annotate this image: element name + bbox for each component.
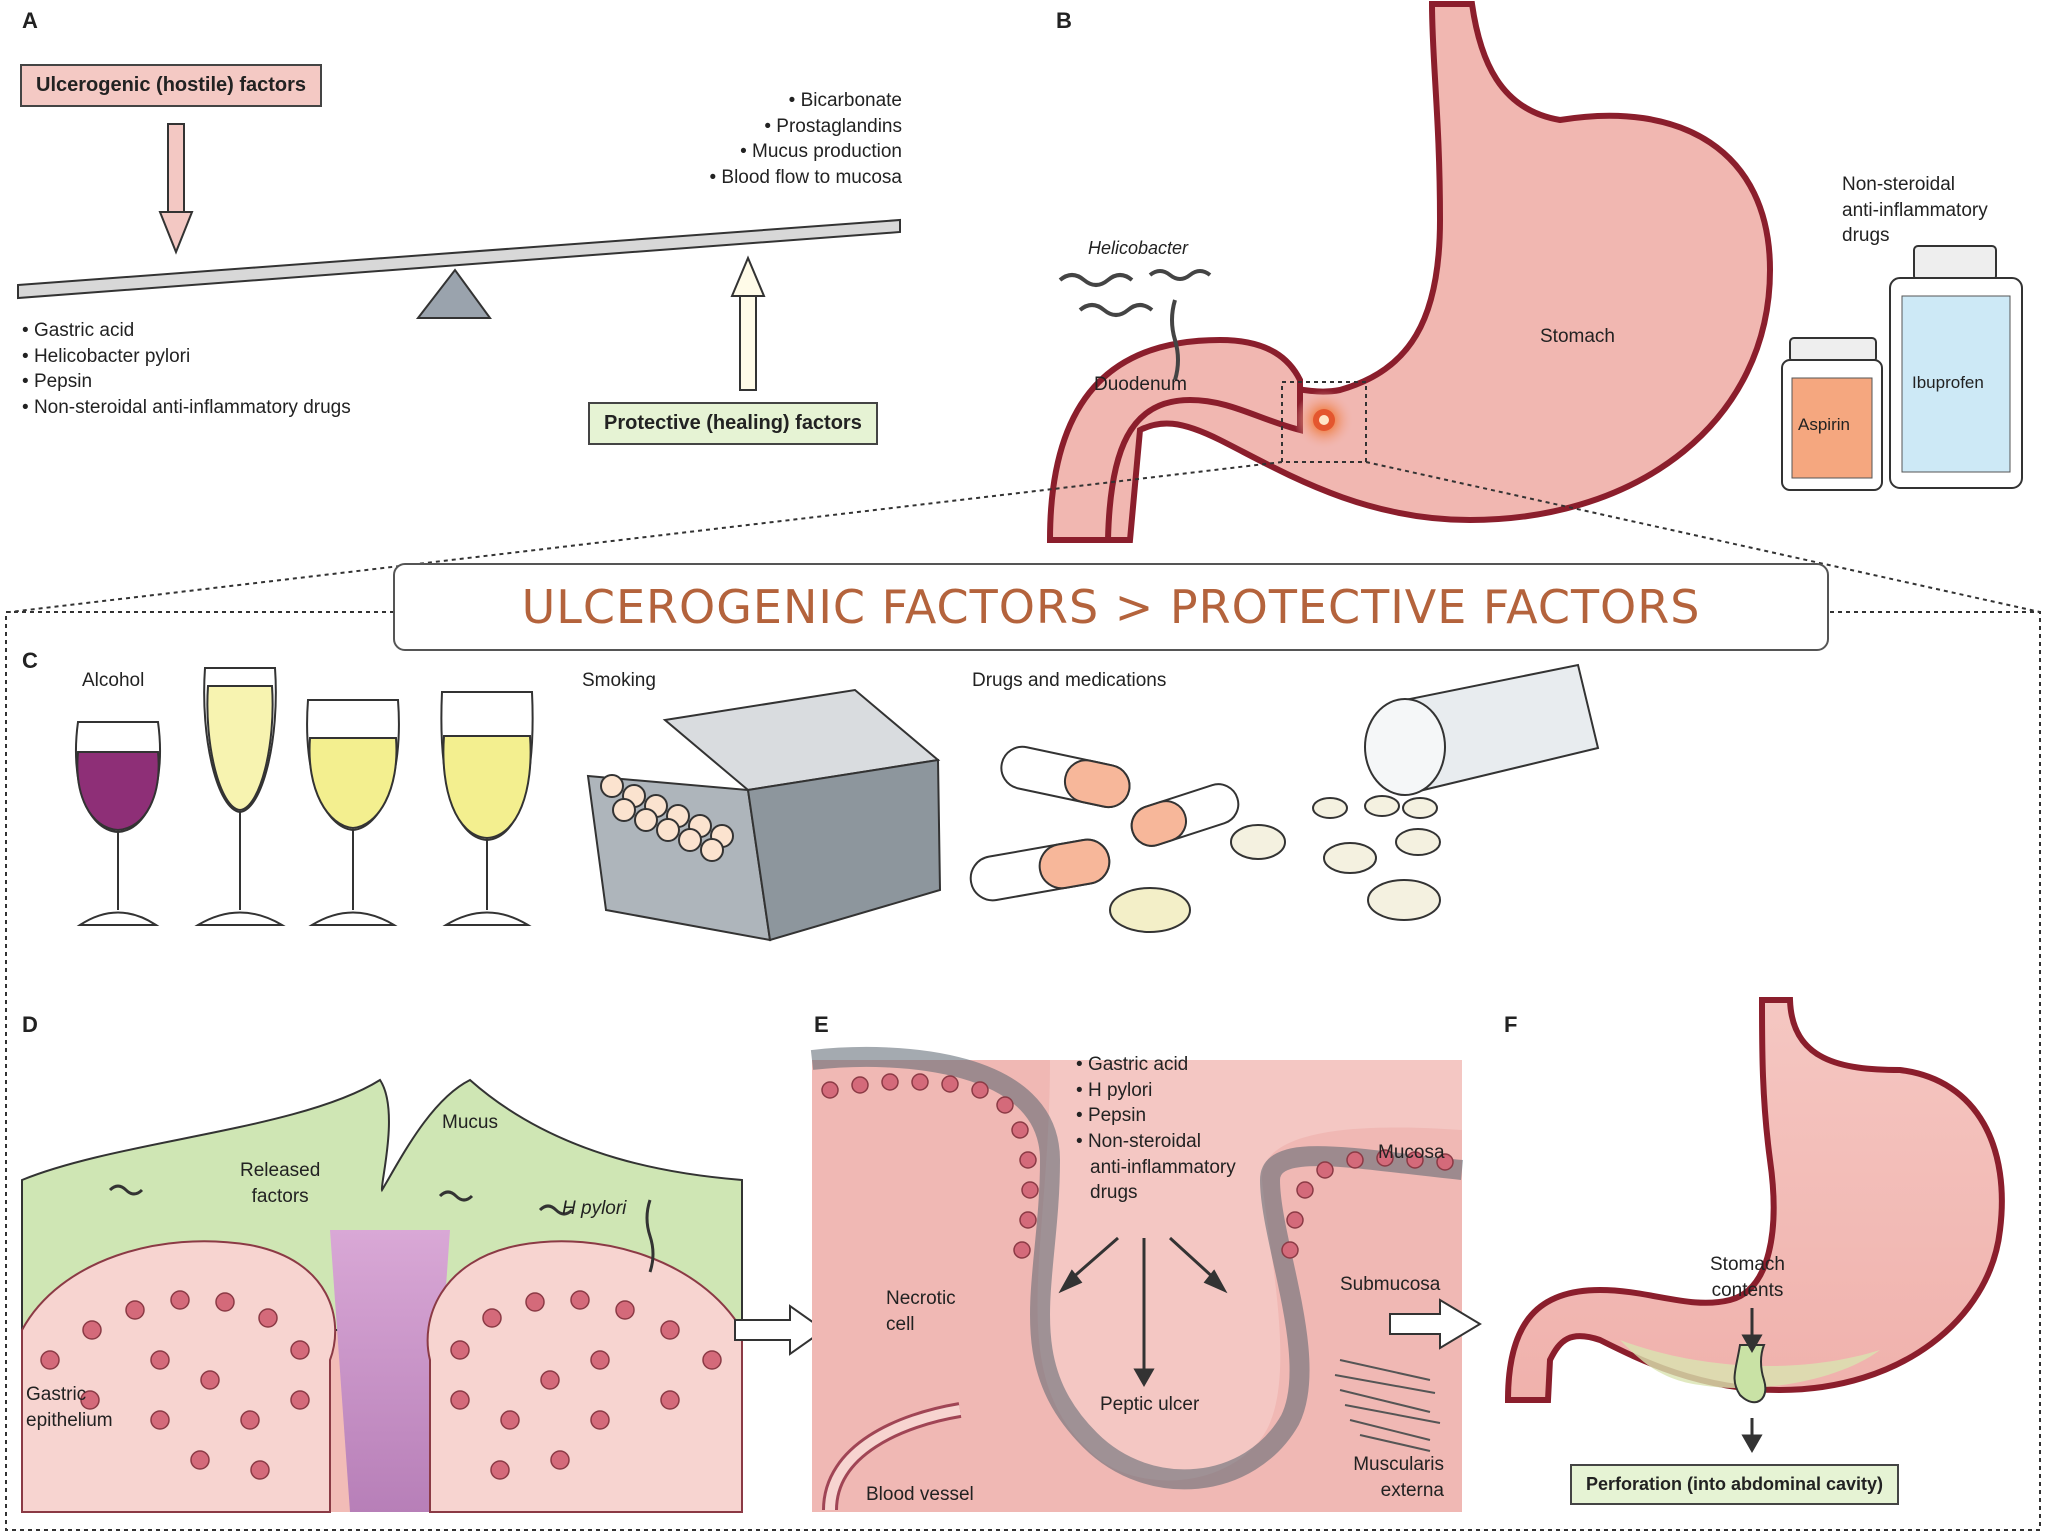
panel-letter-a: A [22,8,38,33]
contents-line-1: Stomach [1710,1254,1785,1275]
ulcer-causes-list: Gastric acid H pylori Pepsin Non-steroid… [1076,1052,1236,1155]
perforated-stomach [1504,997,2005,1404]
stomach-label: Stomach [1540,326,1615,347]
blood-vessel-label: Blood vessel [866,1484,974,1505]
ulcer-cause-item: Non-steroidal [1076,1129,1236,1155]
stomach-illustration [1046,0,1774,543]
smoking-label: Smoking [582,670,656,691]
ulcer-causes-label: Gastric acid H pylori Pepsin Non-steroid… [1076,1052,1236,1206]
panel-letter-c: C [22,648,38,673]
nsaid-line-2: anti-inflammatory [1842,199,1988,221]
down-arrow-icon [158,123,194,255]
ulcer-cause-item: Pepsin [1076,1103,1236,1129]
hostile-item: Gastric acid [22,318,351,344]
protective-factors-list: Bicarbonate Prostaglandins Mucus product… [709,88,902,191]
helicobacter-label: Helicobacter [1088,238,1189,258]
necrotic-cell-label: Necrotic cell [886,1286,956,1337]
hostile-item: Pepsin [22,369,351,395]
gastric-epithelium-label: Gastric epithelium [26,1382,113,1433]
ulcer-cause-item: Gastric acid [1076,1052,1236,1078]
ibuprofen-bottle [1889,245,2023,489]
released-factors-label: Released factors [240,1158,320,1209]
peptic-ulcer-label: Peptic ulcer [1100,1394,1200,1415]
submucosa-label: Submucosa [1340,1274,1441,1295]
seesaw [17,218,901,319]
protective-item: Blood flow to mucosa [709,165,902,191]
mucus-label: Mucus [442,1112,498,1133]
aspirin-bottle [1781,337,1883,491]
panel-letter-f: F [1504,1012,1518,1037]
contents-line-2: contents [1711,1279,1784,1301]
pills [969,663,1600,933]
panel-letter-b: B [1056,8,1072,33]
main-banner: ULCEROGENIC FACTORS > PROTECTIVE FACTORS [393,563,1829,651]
up-arrow-icon [730,255,766,391]
panel-e-tissue [810,1046,1463,1512]
protective-item: Bicarbonate [709,88,902,114]
released-line-2: factors [251,1185,309,1207]
protective-item: Mucus production [709,139,902,165]
released-line-1: Released [240,1160,321,1181]
necrotic-line-2: cell [886,1313,915,1335]
musc-line-1: Muscularis [1353,1454,1444,1475]
aspirin-label: Aspirin [1798,415,1850,434]
arrow-e-to-f [1389,1298,1482,1350]
drugs-label: Drugs and medications [972,670,1167,691]
alcohol-glasses [74,667,534,926]
ulcer-cause-item: H pylori [1076,1078,1236,1104]
mucosa-label: Mucosa [1378,1142,1445,1163]
musc-line-2: externa [1380,1479,1444,1501]
protective-factors-box: Protective (healing) factors [588,402,878,445]
ibuprofen-label: Ibuprofen [1912,373,1984,392]
pathogen-arrows [1058,1236,1228,1388]
nsaid-line-1: Non-steroidal [1842,174,1955,195]
hostile-factors-list: Gastric acid Helicobacter pylori Pepsin … [22,318,351,421]
ulcer-cause-cont-1: anti-inflammatory [1090,1156,1236,1178]
arrow-d-to-e [734,1304,826,1356]
perforation-arrows [1741,1308,1763,1454]
helicobacter-bacteria [1058,269,1212,381]
panel-d-tissue [21,1078,743,1513]
hostile-item: Non-steroidal anti-inflammatory drugs [22,395,351,421]
panel-letter-d: D [22,1012,38,1037]
perforation-box: Perforation (into abdominal cavity) [1570,1464,1900,1505]
stomach-contents-label: Stomach contents [1710,1252,1785,1303]
cigarette-pack [586,688,942,942]
gastric-line-2: epithelium [26,1409,113,1431]
hostile-item: Helicobacter pylori [22,344,351,370]
panel-letter-e: E [814,1012,829,1037]
alcohol-label: Alcohol [82,670,145,691]
muscularis-label: Muscularis externa [1338,1452,1444,1503]
ulcer-cause-cont-2: drugs [1090,1182,1138,1204]
gastric-line-1: Gastric [26,1384,87,1405]
hostile-factors-box: Ulcerogenic (hostile) factors [20,64,323,107]
hpylori-label: H pylori [562,1198,627,1219]
protective-item: Prostaglandins [709,114,902,140]
necrotic-line-1: Necrotic [886,1288,956,1309]
duodenum-label: Duodenum [1094,374,1187,395]
nsaid-label: Non-steroidal anti-inflammatory drugs [1842,172,1988,249]
nsaid-line-3: drugs [1842,225,1890,247]
